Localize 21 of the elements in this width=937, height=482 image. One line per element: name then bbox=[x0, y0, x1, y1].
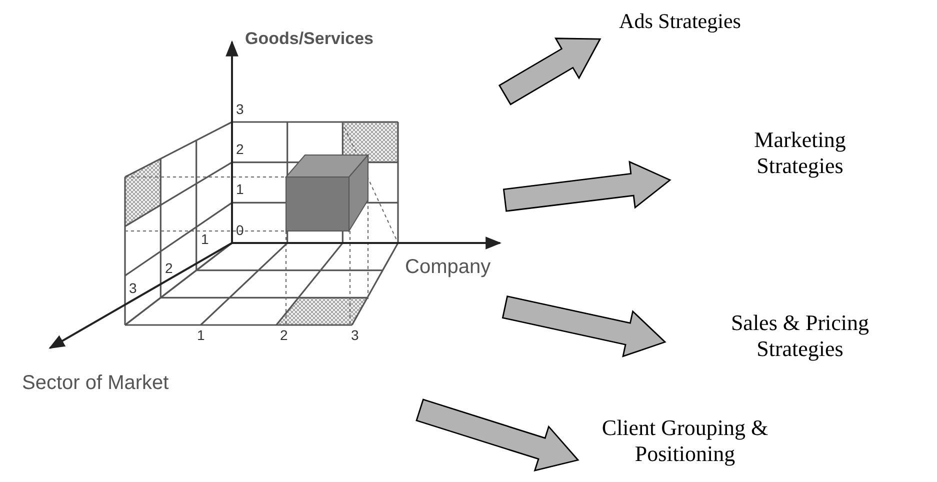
strategy-label: Client Grouping & Positioning bbox=[600, 414, 770, 468]
tick-label: 2 bbox=[280, 328, 288, 342]
tick-label: 1 bbox=[236, 182, 244, 196]
block-arrow bbox=[498, 38, 602, 106]
tick-label: 1 bbox=[201, 232, 209, 246]
tick-label: 3 bbox=[351, 328, 359, 342]
block-arrow bbox=[416, 398, 580, 472]
tick-label: 2 bbox=[236, 142, 244, 156]
tick-label: 0 bbox=[236, 223, 244, 237]
axis-label: Company bbox=[405, 257, 491, 277]
strategy-label: Sales & Pricing Strategies bbox=[730, 310, 870, 362]
tick-label: 3 bbox=[129, 281, 137, 295]
tick-label: 2 bbox=[165, 261, 173, 275]
tick-label: 3 bbox=[236, 102, 244, 116]
axis-label: Goods/Services bbox=[245, 30, 374, 47]
block-arrow bbox=[502, 295, 666, 358]
block-arrow bbox=[502, 160, 672, 212]
axis-label: Sector of Market bbox=[22, 373, 169, 393]
strategy-label: Ads Strategies bbox=[619, 9, 741, 35]
strategy-label: Marketing Strategies bbox=[753, 126, 847, 180]
tick-label: 1 bbox=[197, 328, 205, 342]
